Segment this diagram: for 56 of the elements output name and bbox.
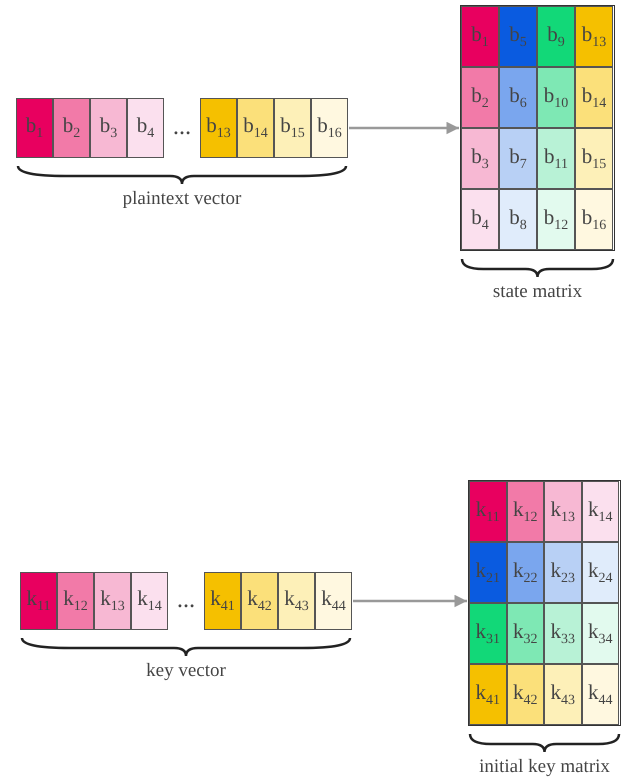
matrix-cell: k$_{22}$ (506, 542, 544, 603)
matrix-cell: b$_{12}$ (537, 189, 575, 250)
matrix-cell: k$_{21}$ (469, 542, 506, 603)
vector-cell: b$_{2}$ (53, 98, 90, 158)
vector-cell: b$_{14}$ (237, 98, 274, 158)
vector-cell: k$_{43}$ (278, 572, 315, 630)
matrix-cell: b$_{2}$ (461, 67, 499, 128)
matrix-cell: b$_{1}$ (461, 6, 499, 67)
matrix-cell: k$_{24}$ (582, 542, 619, 603)
matrix-cell: b$_{15}$ (575, 128, 613, 189)
matrix-cell: k$_{43}$ (544, 664, 582, 725)
vector-cell: b$_{1}$ (16, 98, 53, 158)
matrix-cell: b$_{8}$ (499, 189, 537, 250)
ellipsis: … (176, 590, 196, 612)
node-label: initial key matrix (479, 756, 610, 778)
vector-cell: k$_{42}$ (241, 572, 278, 630)
arrow (353, 594, 467, 608)
matrix-cell: b$_{14}$ (575, 67, 613, 128)
matrix-cell: k$_{14}$ (582, 481, 619, 542)
matrix-cell: b$_{10}$ (537, 67, 575, 128)
matrix-cell: b$_{5}$ (499, 6, 537, 67)
matrix-cell: k$_{33}$ (544, 603, 582, 664)
matrix-cell: k$_{41}$ (469, 664, 506, 725)
matrix-cell: b$_{9}$ (537, 6, 575, 67)
matrix-cell: k$_{42}$ (506, 664, 544, 725)
node-label: state matrix (492, 281, 582, 303)
node-label: key vector (146, 660, 226, 682)
matrix-cell: b$_{13}$ (575, 6, 613, 67)
vector-cell: k$_{14}$ (131, 572, 168, 630)
vector-cell: k$_{12}$ (57, 572, 94, 630)
matrix-cell: b$_{3}$ (461, 128, 499, 189)
vector-cell: b$_{3}$ (90, 98, 127, 158)
matrix-cell: k$_{34}$ (582, 603, 619, 664)
vector-cell: k$_{11}$ (20, 572, 57, 630)
matrix-cell: k$_{13}$ (544, 481, 582, 542)
ellipsis: … (172, 118, 192, 138)
node-label: plaintext vector (122, 188, 242, 210)
matrix-cell: k$_{12}$ (506, 481, 544, 542)
vector-cell: b$_{13}$ (200, 98, 237, 158)
vector-cell: b$_{16}$ (311, 98, 348, 158)
arrow (349, 122, 459, 134)
matrix-cell: k$_{44}$ (582, 664, 619, 725)
matrix-cell: b$_{4}$ (461, 189, 499, 250)
vector-cell: k$_{44}$ (315, 572, 352, 630)
matrix-cell: k$_{32}$ (506, 603, 544, 664)
matrix-cell: b$_{11}$ (537, 128, 575, 189)
matrix-cell: k$_{11}$ (469, 481, 506, 542)
matrix-cell: b$_{16}$ (575, 189, 613, 250)
vector-cell: k$_{13}$ (94, 572, 131, 630)
vector-cell: k$_{41}$ (204, 572, 241, 630)
matrix-cell: k$_{23}$ (544, 542, 582, 603)
matrix-cell: b$_{7}$ (499, 128, 537, 189)
vector-cell: b$_{4}$ (127, 98, 164, 158)
matrix-cell: k$_{31}$ (469, 603, 506, 664)
vector-cell: b$_{15}$ (274, 98, 311, 158)
matrix-cell: b$_{6}$ (499, 67, 537, 128)
